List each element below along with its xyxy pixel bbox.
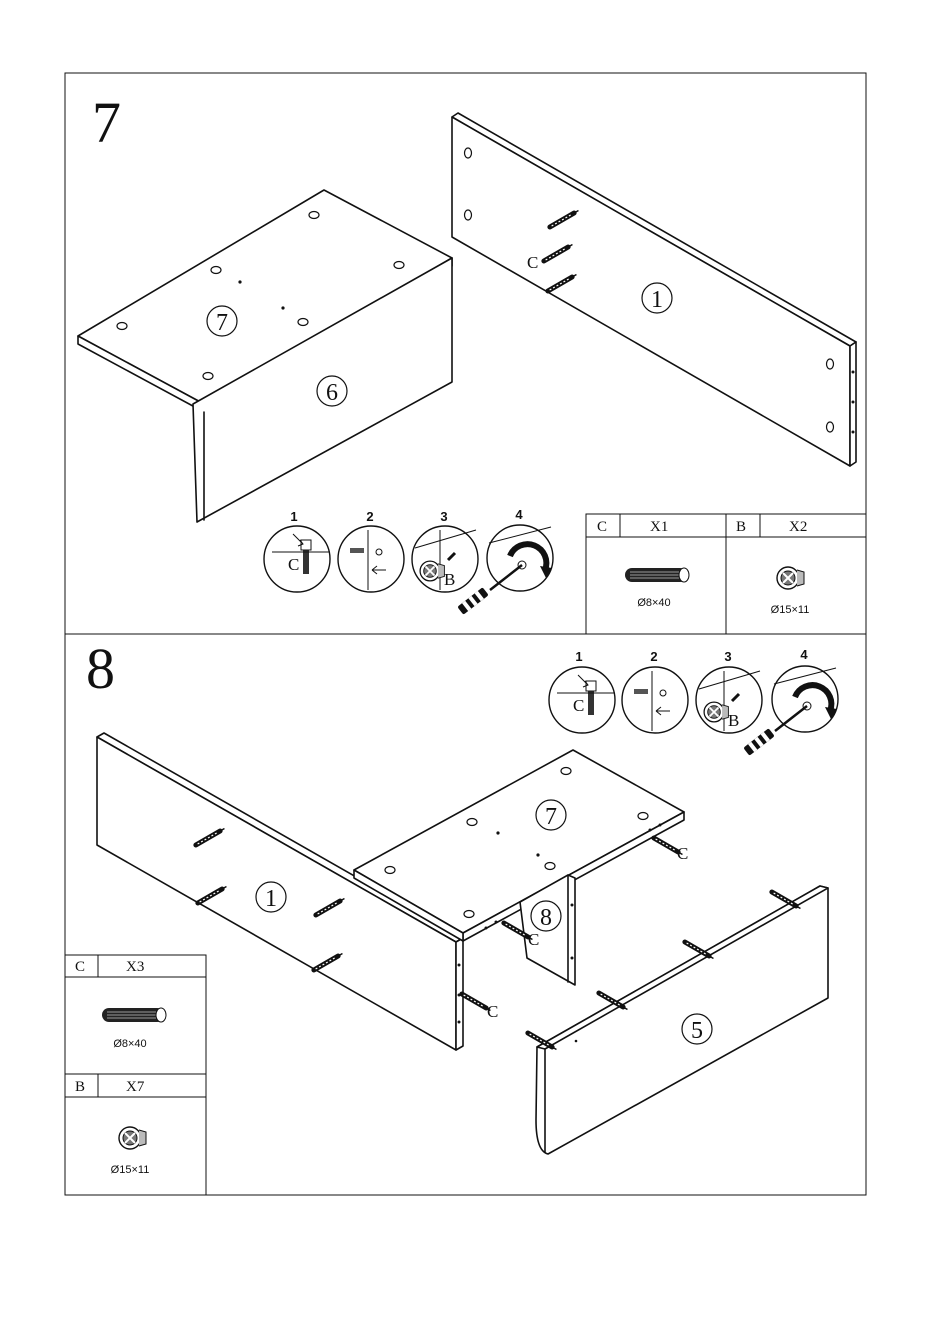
step-7-number: 7 [92, 90, 121, 155]
detail-align-panel-icon [622, 667, 688, 733]
step-8-part-label-8: 8 [531, 901, 561, 931]
step-8-fastener-label-c-2: C [528, 930, 539, 949]
detail-align-panel-icon [338, 526, 404, 592]
step-8-fastener-label-c-3: C [487, 1002, 498, 1021]
hardware-b-size: Ø15×11 [111, 1164, 150, 1176]
step-7-part-label-1: 1 [642, 283, 672, 313]
step-7-fastener-label-c: C [527, 253, 538, 272]
detail-step-4-number: 4 [515, 507, 523, 522]
step-8-fastener-label-c-1: C [677, 844, 688, 863]
hardware-c-qty: X1 [650, 519, 668, 535]
detail-step-3-number: 3 [724, 649, 731, 664]
svg-text:5: 5 [691, 1018, 703, 1044]
cam-lock-icon [777, 567, 804, 589]
hardware-b-code: B [736, 519, 746, 535]
step-8-part-label-1: 1 [256, 882, 286, 912]
hardware-b-code: B [75, 1079, 85, 1095]
svg-text:1: 1 [265, 886, 277, 912]
svg-text:7: 7 [216, 310, 228, 336]
svg-text:6: 6 [326, 380, 338, 406]
hardware-b-qty: X2 [789, 519, 807, 535]
step-7-detail-sequence: 1 2 3 4 C B [264, 507, 553, 615]
hardware-c-size: Ø8×40 [113, 1038, 146, 1050]
hardware-c-size: Ø8×40 [637, 597, 670, 609]
step-8-part-label-5: 5 [682, 1014, 712, 1044]
hardware-c-qty: X3 [126, 959, 144, 975]
detail-step-2-number: 2 [366, 509, 373, 524]
detail-step-3-number: 3 [440, 509, 447, 524]
detail-step-4-number: 4 [800, 647, 808, 662]
detail-step-1-number: 1 [290, 509, 297, 524]
step-8-number: 8 [86, 636, 115, 701]
hardware-c-code: C [75, 959, 85, 975]
hardware-c-code: C [597, 519, 607, 535]
svg-text:7: 7 [545, 804, 557, 830]
detail-label-b: B [728, 711, 739, 730]
svg-text:1: 1 [651, 287, 663, 313]
step-7-part-label-7: 7 [207, 306, 237, 336]
step-7-part-label-6: 6 [317, 376, 347, 406]
detail-label-c: C [573, 696, 584, 715]
svg-text:8: 8 [540, 905, 552, 931]
step-8-detail-sequence: 1 2 3 4 C B [549, 647, 838, 756]
hardware-b-qty: X7 [126, 1079, 145, 1095]
wooden-dowel-icon [102, 1008, 166, 1022]
step-8-hardware-table [65, 955, 206, 1195]
wooden-dowel-icon [625, 568, 689, 582]
detail-label-c: C [288, 555, 299, 574]
cam-lock-icon [119, 1127, 146, 1149]
detail-step-1-number: 1 [575, 649, 582, 664]
detail-step-2-number: 2 [650, 649, 657, 664]
step-8-part-label-7: 7 [536, 800, 566, 830]
detail-label-b: B [444, 570, 455, 589]
step-7-top-and-side-assembly [78, 190, 452, 522]
hardware-b-size: Ø15×11 [771, 604, 810, 616]
